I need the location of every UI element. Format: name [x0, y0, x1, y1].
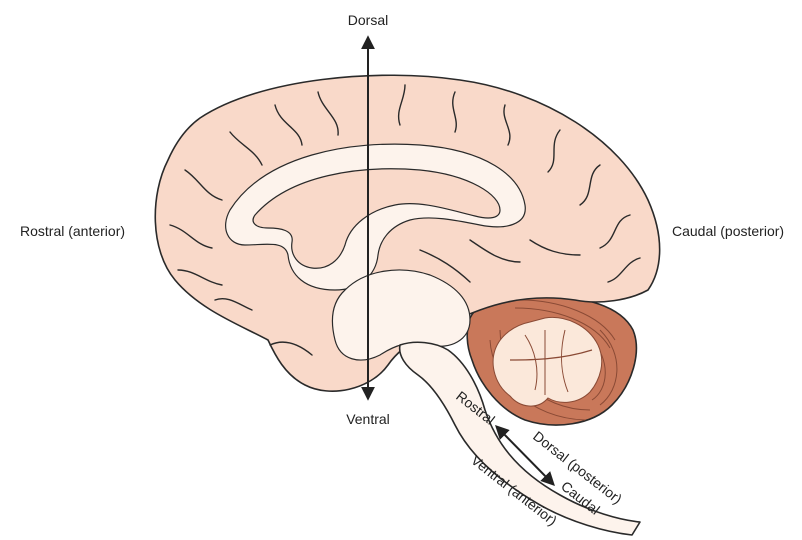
cortical-sulci: [169, 84, 641, 356]
corpus-callosum: [252, 168, 501, 269]
label-caudal-posterior: Caudal (posterior): [672, 223, 784, 239]
cerebellum: [466, 292, 638, 426]
label-rostral-anterior: Rostral (anterior): [20, 223, 125, 239]
label-ventral: Ventral: [346, 411, 390, 427]
brainstem-spinal-cord: [398, 341, 641, 536]
brainstem-rostral-caudal-axis: [495, 425, 555, 486]
arbor-vitae: [492, 316, 603, 407]
label-dorsal: Dorsal: [348, 12, 388, 28]
